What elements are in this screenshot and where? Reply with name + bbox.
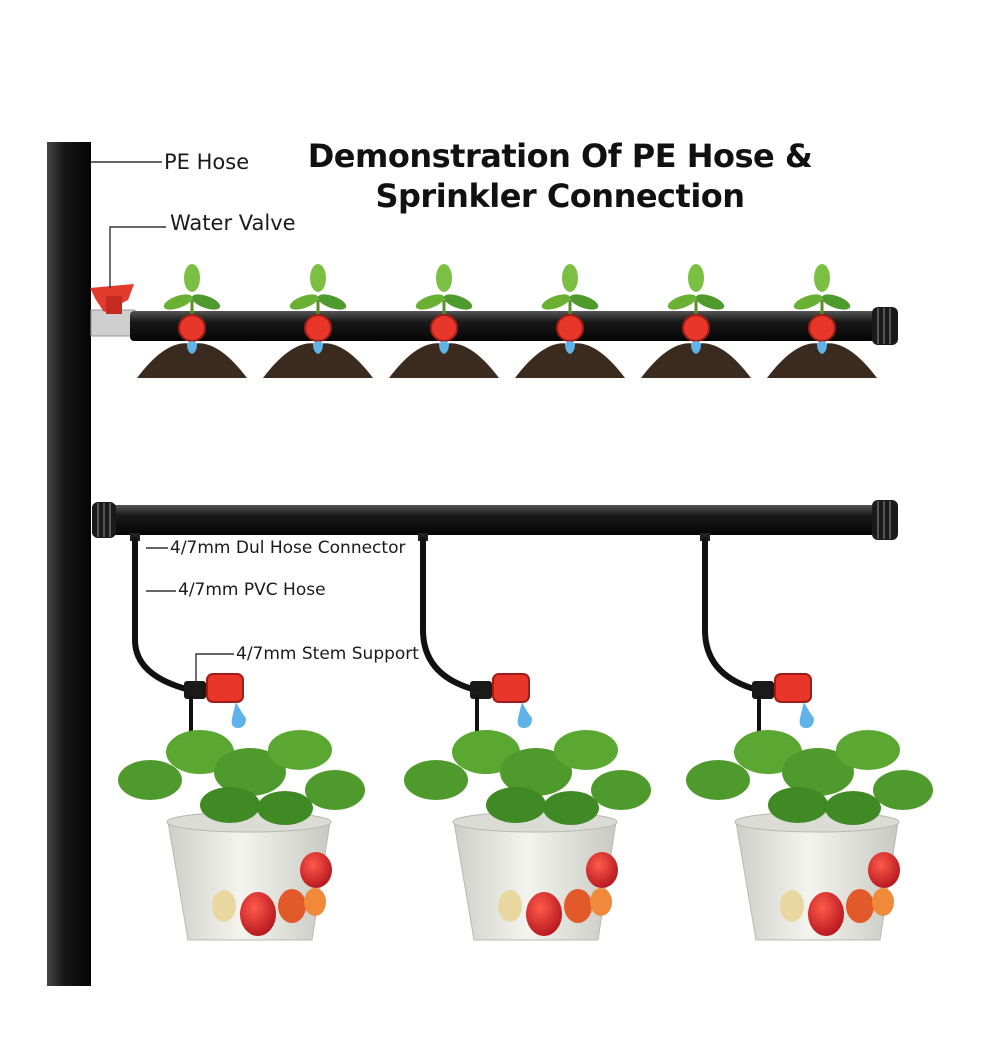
title-line-1: Demonstration Of PE Hose & bbox=[307, 137, 813, 175]
stem-support-label: 4/7mm Stem Support bbox=[234, 644, 421, 664]
seedling-unit bbox=[137, 264, 247, 378]
hanging-pot-unit bbox=[118, 533, 365, 941]
strawberries bbox=[212, 852, 332, 936]
pvc-hose-label: 4/7mm PVC Hose bbox=[176, 580, 328, 600]
water-valve-icon bbox=[90, 284, 136, 337]
dul-hose-connector-label: 4/7mm Dul Hose Connector bbox=[168, 538, 408, 558]
water-valve-label: Water Valve bbox=[168, 211, 298, 235]
seedling-unit bbox=[263, 264, 373, 378]
bottom-hose-left-cap-icon bbox=[92, 502, 116, 538]
strawberry-foliage bbox=[118, 730, 365, 825]
strawberries bbox=[498, 852, 618, 936]
vertical-pe-hose bbox=[47, 142, 91, 986]
pe-hose-label: PE Hose bbox=[162, 150, 252, 174]
seedling-unit bbox=[767, 264, 877, 378]
hanging-pot-unit bbox=[686, 533, 933, 941]
callout-leader-lines bbox=[91, 161, 234, 682]
strawberry-foliage bbox=[404, 730, 651, 825]
bottom-horizontal-hose bbox=[112, 505, 876, 535]
title-line-2: Sprinkler Connection bbox=[375, 177, 745, 215]
strawberries bbox=[780, 852, 900, 936]
seedling-row bbox=[137, 264, 877, 378]
seedling-unit bbox=[641, 264, 751, 378]
top-horizontal-hose bbox=[130, 311, 875, 341]
strawberry-foliage bbox=[686, 730, 933, 825]
bottom-hose-right-cap-icon bbox=[872, 500, 898, 540]
diagram-title: Demonstration Of PE Hose & Sprinkler Con… bbox=[300, 136, 820, 216]
seedling-unit bbox=[389, 264, 499, 378]
top-hose-end-cap-icon bbox=[872, 307, 898, 345]
hanging-pot-unit bbox=[404, 533, 651, 941]
seedling-unit bbox=[515, 264, 625, 378]
